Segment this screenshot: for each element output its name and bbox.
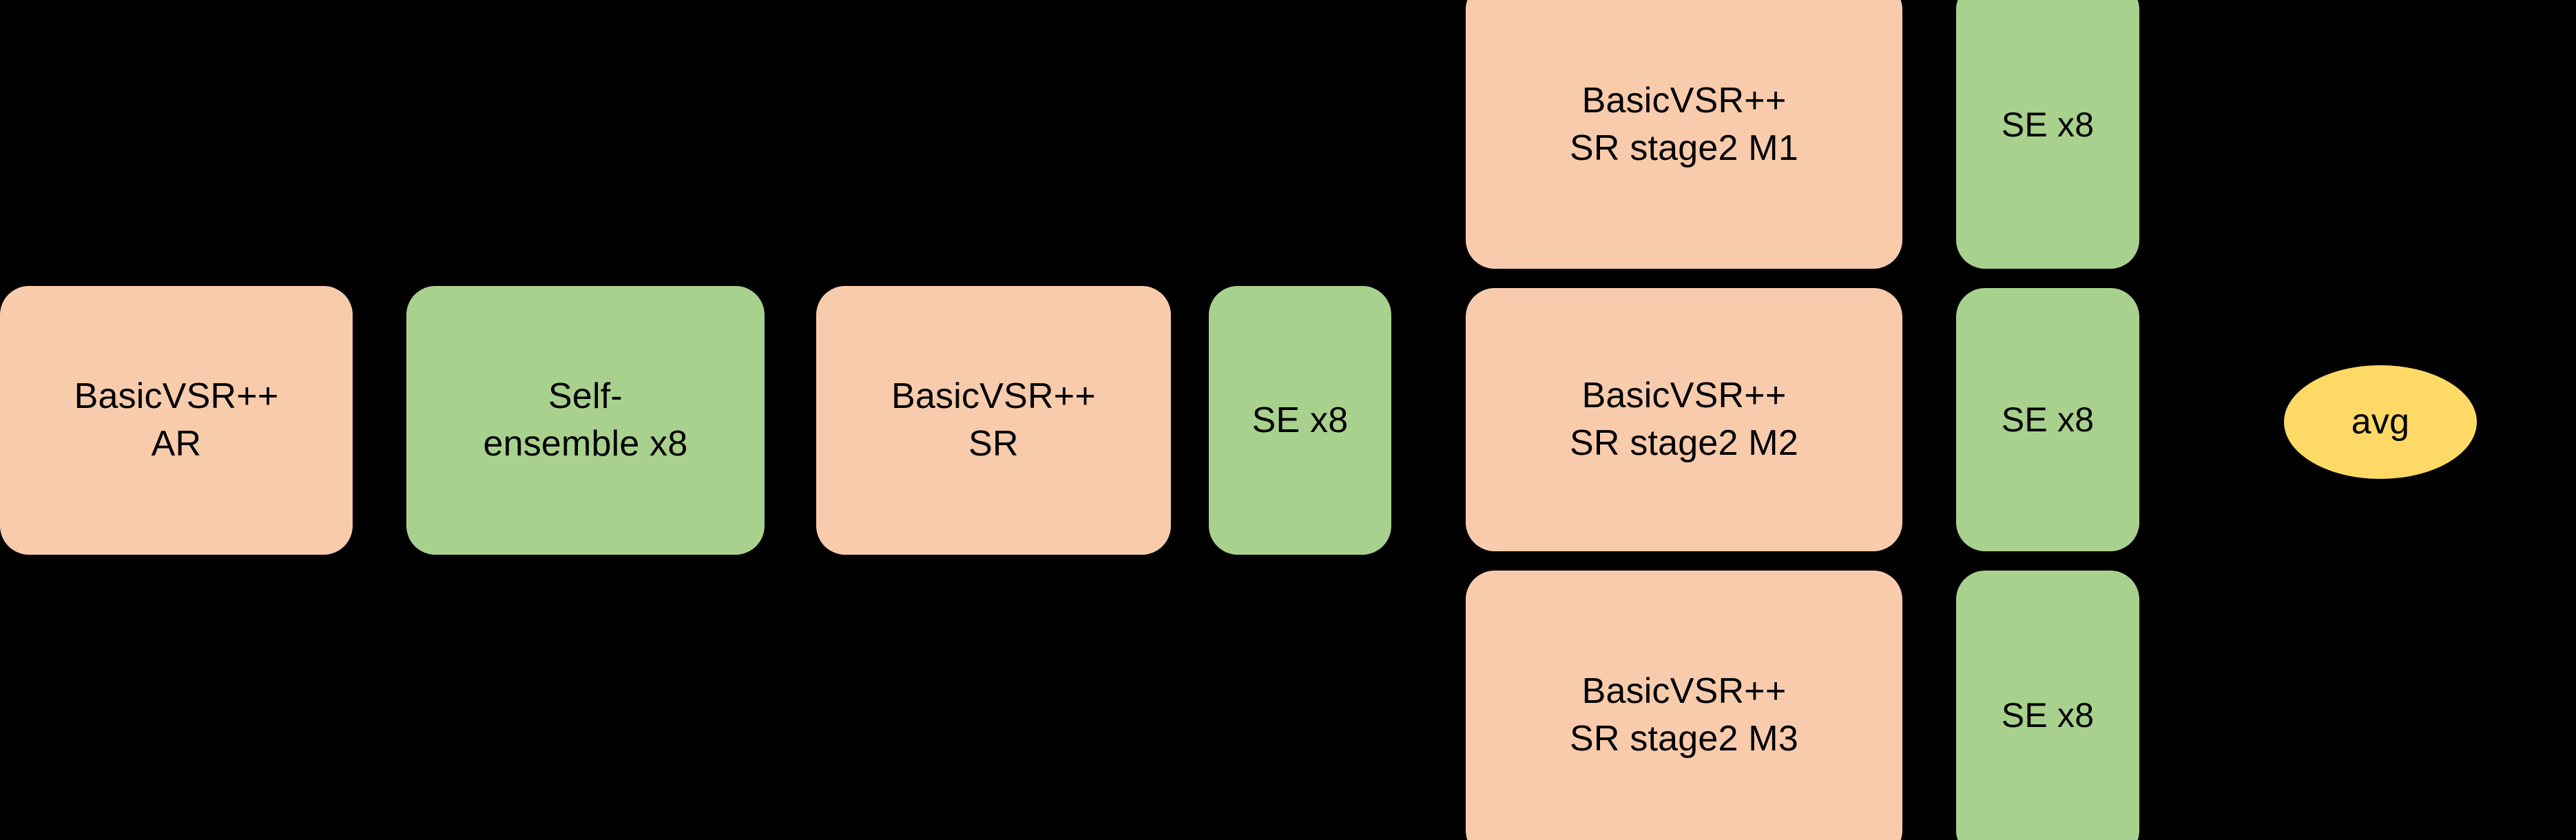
node-label-se-x8-m3: SE x8 (2001, 695, 2095, 735)
connector-sex8-3-to-avg (2139, 411, 2281, 717)
node-label-basicvsr-ar: BasicVSR++ AR (74, 376, 279, 464)
node-label-se-x8-main: SE x8 (1251, 400, 1349, 440)
node-label-basicvsr-sr: BasicVSR++ SR (891, 376, 1096, 464)
node-label-avg: avg (2351, 402, 2410, 442)
node-sr-stage2-m2[interactable]: BasicVSR++ SR stage2 M2 (1466, 288, 1902, 551)
connector-se-to-m1 (1391, 112, 1462, 422)
node-basicvsr-ar[interactable]: BasicVSR++ AR (0, 286, 353, 555)
node-se-x8-m1[interactable]: SE x8 (1956, 0, 2139, 269)
node-avg[interactable]: avg (2284, 365, 2477, 479)
connector-se-to-m3 (1391, 418, 1462, 728)
node-basicvsr-sr[interactable]: BasicVSR++ SR (816, 286, 1171, 555)
node-sr-stage2-m1[interactable]: BasicVSR++ SR stage2 M1 (1466, 0, 1902, 269)
node-se-x8-m3[interactable]: SE x8 (1956, 571, 2139, 840)
node-label-sr-stage2-m3: BasicVSR++ SR stage2 M3 (1570, 670, 1798, 759)
node-label-sr-stage2-m1: BasicVSR++ SR stage2 M1 (1570, 81, 1798, 168)
node-label-se-x8-m1: SE x8 (2001, 105, 2095, 144)
node-se-x8-m2[interactable]: SE x8 (1956, 288, 2139, 551)
connector-sex8-1-to-avg (2139, 122, 2281, 434)
node-label-self-ensemble-x8: Self- ensemble x8 (483, 376, 688, 464)
node-self-ensemble-x8[interactable]: Self- ensemble x8 (406, 286, 765, 555)
node-label-sr-stage2-m2: BasicVSR++ SR stage2 M2 (1570, 376, 1798, 463)
node-sr-stage2-m3[interactable]: BasicVSR++ SR stage2 M3 (1466, 571, 1902, 840)
node-label-se-x8-m2: SE x8 (2001, 400, 2095, 439)
node-se-x8-main[interactable]: SE x8 (1209, 286, 1391, 555)
